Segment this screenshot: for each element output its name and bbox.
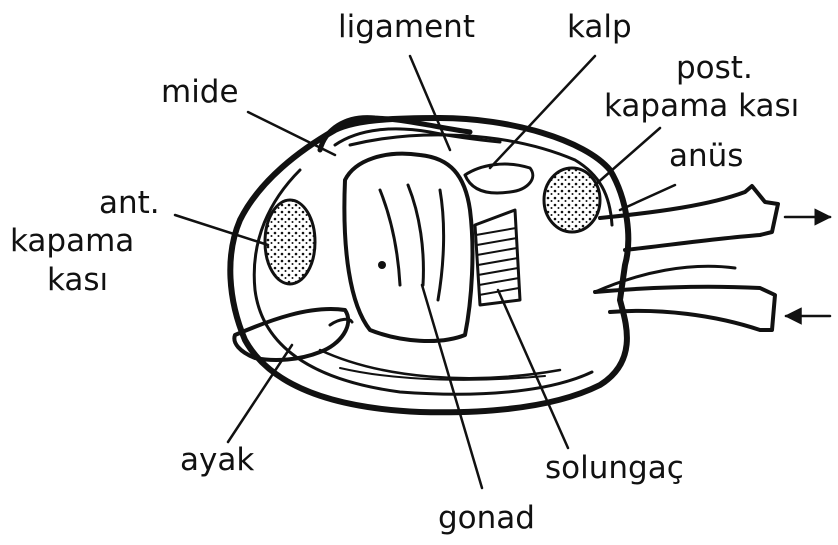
label-ligament: ligament: [338, 9, 475, 45]
label-solungac: solungaç: [545, 450, 684, 486]
label-mide: mide: [161, 74, 239, 110]
anterior-adductor-muscle: [265, 200, 315, 284]
posterior-adductor-muscle: [544, 168, 600, 232]
label-ant-line3: kası: [47, 262, 108, 298]
label-post-line1: post.: [676, 50, 753, 86]
label-gonad: gonad: [438, 500, 535, 536]
exhalant-siphon: [600, 186, 830, 250]
inhalant-siphon: [595, 266, 830, 330]
label-ant-line1: ant.: [99, 185, 160, 221]
label-anus: anüs: [669, 138, 743, 174]
label-ant-line2: kapama: [10, 223, 134, 259]
visceral-mass: [344, 154, 472, 341]
label-post-line2: kapama kası: [604, 88, 799, 124]
label-ayak: ayak: [180, 442, 254, 478]
label-kalp: kalp: [567, 9, 632, 45]
heart: [465, 164, 533, 193]
